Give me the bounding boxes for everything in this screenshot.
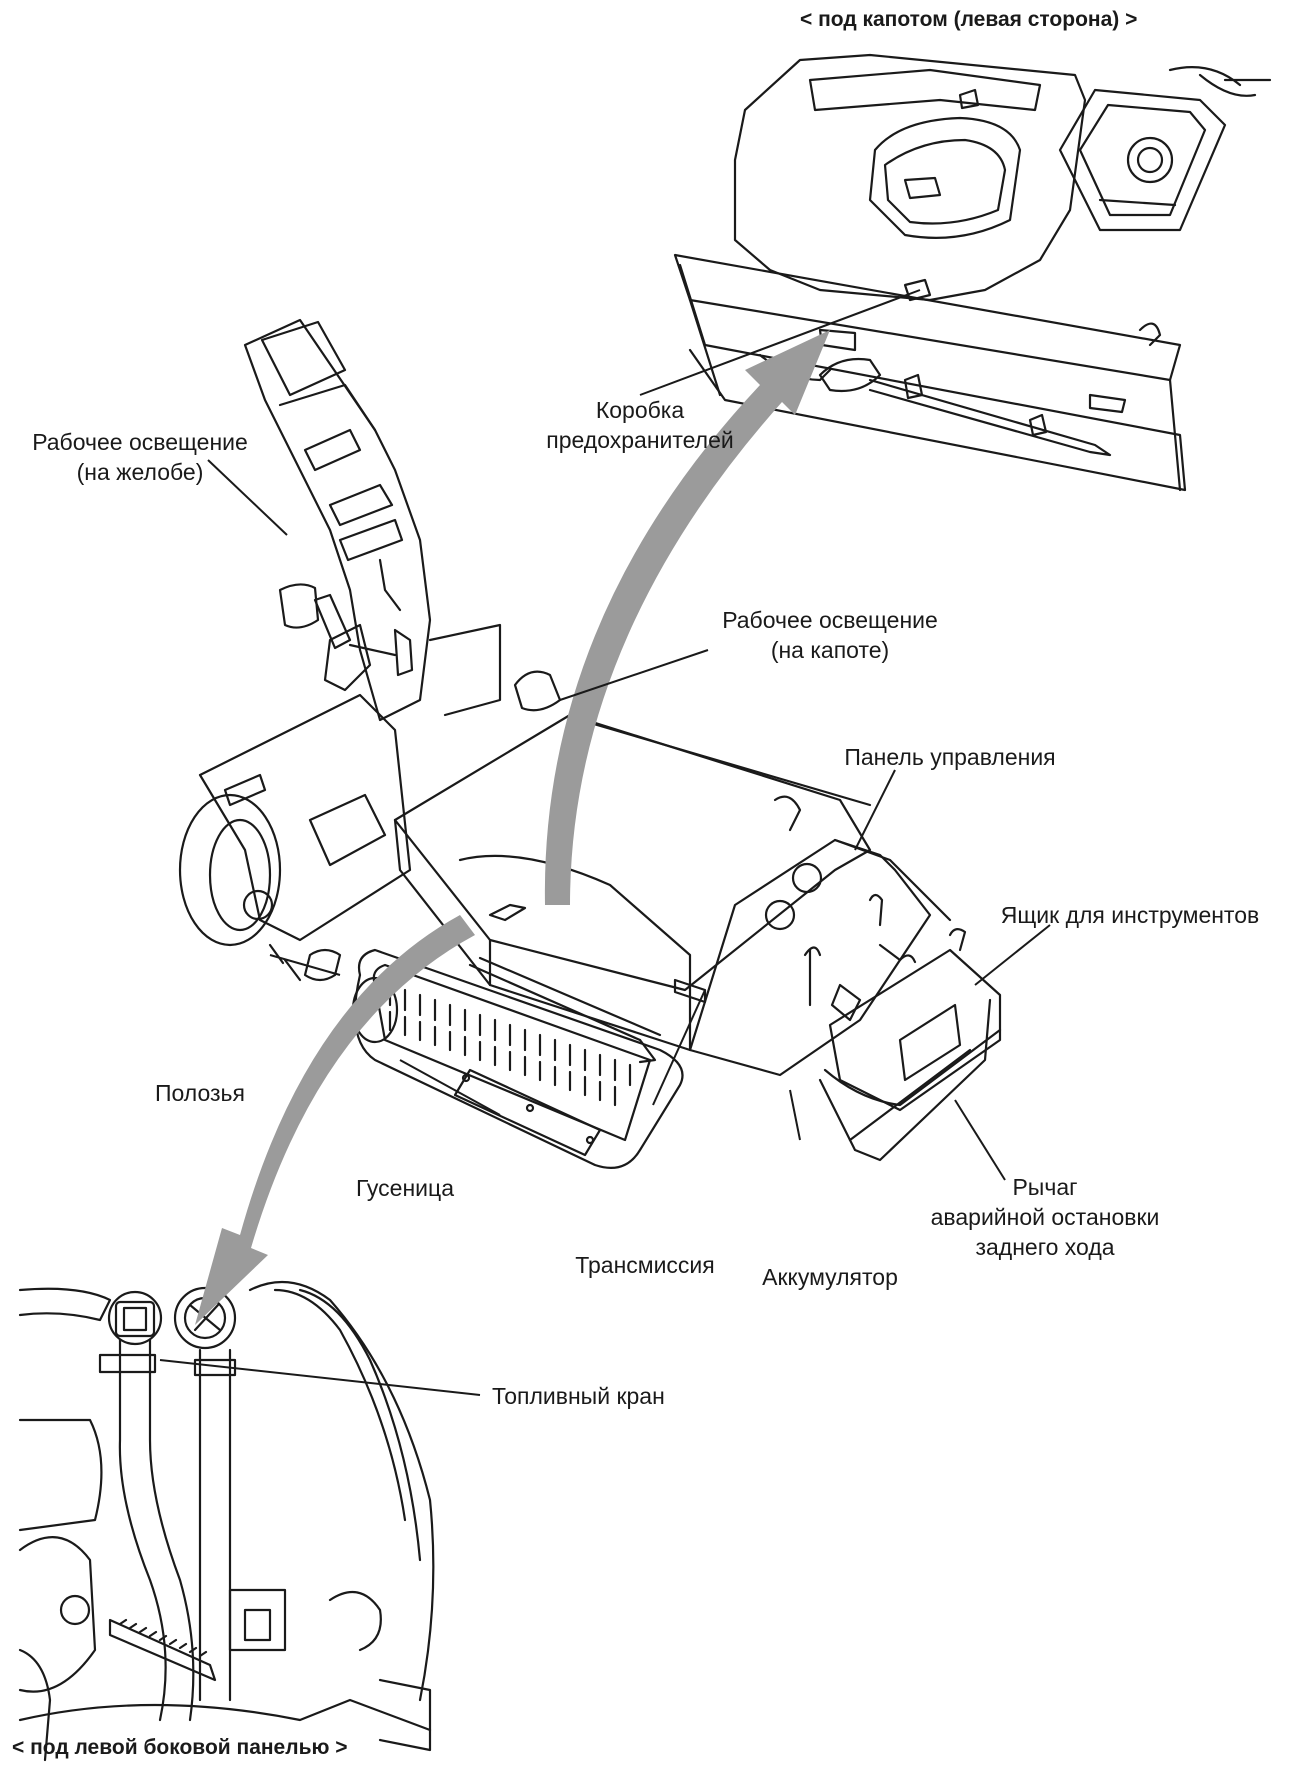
leader-lines: [159, 289, 1051, 1396]
under-side-panel-inset-drawing: [20, 1280, 435, 1773]
emergency-lever-label: Рычаг аварийной остановки заднего хода: [930, 1174, 1160, 1260]
transmission-label: Трансмиссия: [575, 1252, 715, 1278]
work-light-hood-label: Рабочее освещение (на капоте): [722, 607, 938, 663]
arrow-to-side-panel-inset: [195, 915, 475, 1325]
under-hood-inset-drawing: [673, 53, 1272, 492]
track-label: Гусеница: [356, 1175, 454, 1201]
tool-box-label: Ящик для инструментов: [1000, 902, 1260, 928]
work-light-chute-label: Рабочее освещение (на желобе): [32, 429, 248, 485]
under-side-panel-caption: < под левой боковой панелью >: [12, 1736, 348, 1759]
skids-label: Полозья: [154, 1080, 245, 1106]
fuel-valve-label: Топливный кран: [492, 1383, 665, 1409]
control-panel-label: Панель управления: [844, 744, 1056, 770]
snow-blower-drawing: [178, 318, 1002, 1169]
battery-label: Аккумулятор: [762, 1264, 898, 1290]
arrow-to-hood-inset: [544, 330, 830, 905]
under-hood-caption: < под капотом (левая сторона) >: [800, 8, 1138, 31]
fuse-box-label: Коробка предохранителей: [546, 397, 734, 453]
